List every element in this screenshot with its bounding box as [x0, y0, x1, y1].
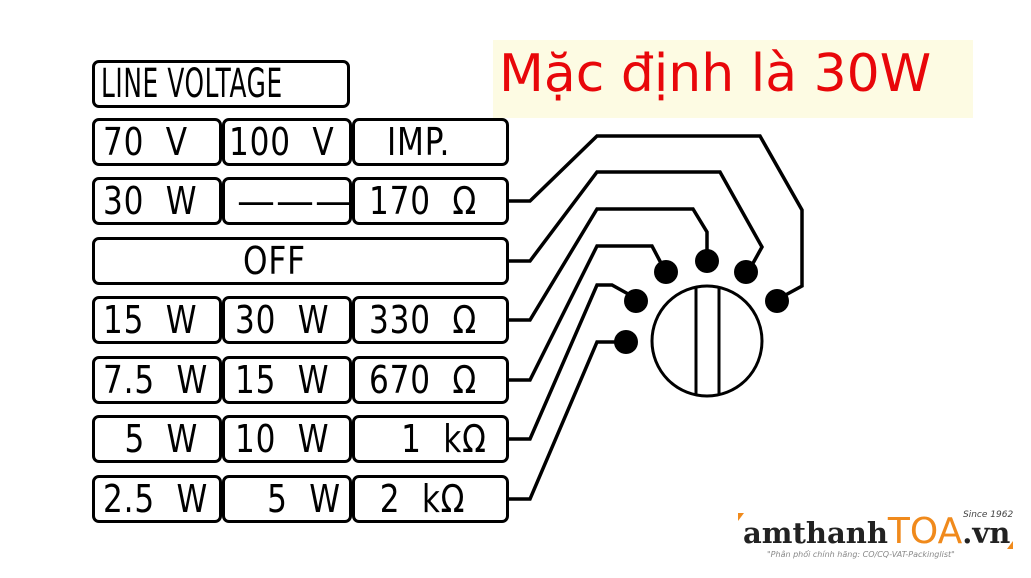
wire-330-ohm: [509, 207, 709, 322]
tap-contact-dot: [765, 289, 789, 313]
tap-contact-dot: [734, 260, 758, 284]
annotation-text: Mặc định là 30W: [499, 44, 932, 104]
logo-tagline: "Phân phối chính hãng: CO/CQ-VAT-Packing…: [767, 550, 955, 559]
logo-corner-accent: [1007, 541, 1013, 549]
logo-since: Since 1962: [963, 510, 1014, 520]
wire-1k-ohm: [509, 283, 631, 441]
line-voltage-header: LINE VOLTAGE: [92, 60, 350, 108]
tap-row-6-70v: 2.5 W: [92, 475, 222, 523]
tap-contact-dot: [614, 330, 638, 354]
tap-row-3-impedance: 330 Ω: [352, 296, 509, 344]
tap-row-6-impedance: 2 kΩ: [352, 475, 509, 523]
wire-670-ohm: [509, 244, 664, 382]
wire-2k-ohm: [509, 340, 622, 501]
wire-170-ohm: [509, 134, 804, 300]
tap-row-1-impedance: 170 Ω: [352, 177, 509, 225]
column-70v: 70 V: [92, 118, 222, 166]
tap-row-6-100v: 5 W: [222, 475, 352, 523]
column-100v: 100 V: [222, 118, 352, 166]
tap-row-5-70v: 5 W: [92, 415, 222, 463]
tap-row-1-70v: 30 W: [92, 177, 222, 225]
amthanhtoa-logo: amthanhTOA.vn Since 1962 "Phân phối chín…: [735, 505, 1025, 575]
tap-row-3-100v: 30 W: [222, 296, 352, 344]
tap-row-1-100v: ———: [222, 177, 353, 225]
tap-row-4-70v: 7.5 W: [92, 356, 222, 404]
logo-corner-accent: [738, 513, 744, 521]
default-setting-annotation: Mặc định là 30W: [493, 40, 973, 118]
tap-row-4-impedance: 670 Ω: [352, 356, 509, 404]
tap-row-4-100v: 15 W: [222, 356, 352, 404]
tap-row-3-70v: 15 W: [92, 296, 222, 344]
logo-wordmark: amthanhTOA.vn: [743, 511, 1011, 552]
tap-row-5-100v: 10 W: [222, 415, 352, 463]
rotary-knob-icon: [650, 284, 764, 398]
column-impedance: IMP.: [352, 118, 509, 166]
wire-off: [509, 170, 765, 266]
tap-row-5-impedance: 1 kΩ: [352, 415, 509, 463]
tap-contact-dot: [695, 249, 719, 273]
tap-contact-dot: [624, 289, 648, 313]
tap-row-off: OFF: [92, 237, 509, 285]
tap-contact-dot: [654, 260, 678, 284]
